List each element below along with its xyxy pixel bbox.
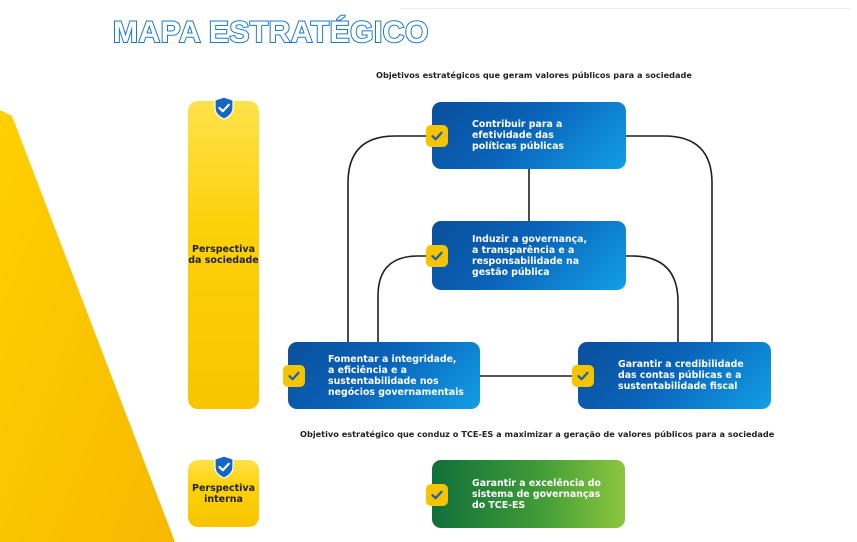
- top-divider: [400, 8, 850, 9]
- objective-governance: Induzir a governança, a transparência e …: [432, 221, 626, 290]
- check-icon: [283, 365, 305, 387]
- check-icon: [572, 365, 594, 387]
- shield-check-icon: [214, 455, 234, 479]
- perspective-society-label: Perspectiva da sociedade: [188, 244, 259, 266]
- connector-middle-left: [377, 255, 432, 342]
- perspective-society: Perspectiva da sociedade: [188, 101, 259, 409]
- objective-integrity: Fomentar a integridade, a eficiência e a…: [288, 342, 480, 409]
- check-icon: [426, 125, 448, 147]
- shield-check-icon: [214, 96, 234, 120]
- subtitle-society-objectives: Objetivos estratégicos que geram valores…: [376, 70, 692, 80]
- objective-excellence-label: Garantir a excelência do sistema de gove…: [472, 477, 601, 511]
- objective-integrity-label: Fomentar a integridade, a eficiência e a…: [328, 353, 464, 398]
- objective-credibility-label: Garantir a credibilidade das contas públ…: [618, 359, 744, 392]
- connector-top-right: [626, 135, 713, 342]
- objective-effectiveness-label: Contribuir para a efetividade das políti…: [472, 119, 564, 152]
- objective-governance-label: Induzir a governança, a transparência e …: [472, 233, 588, 278]
- objective-effectiveness: Contribuir para a efetividade das políti…: [432, 102, 626, 169]
- check-icon: [426, 245, 448, 267]
- subtitle-internal-objective: Objetivo estratégico que conduz o TCE-ES…: [300, 429, 775, 439]
- connector-top-left: [347, 135, 432, 342]
- perspective-internal-label: Perspectiva interna: [191, 482, 256, 505]
- objective-credibility: Garantir a credibilidade das contas públ…: [578, 342, 771, 409]
- connector-middle-right: [626, 255, 679, 342]
- check-icon: [426, 484, 448, 506]
- objective-excellence: Garantir a excelência do sistema de gove…: [432, 460, 625, 528]
- page-title: MAPA ESTRATÉGICO: [112, 15, 429, 50]
